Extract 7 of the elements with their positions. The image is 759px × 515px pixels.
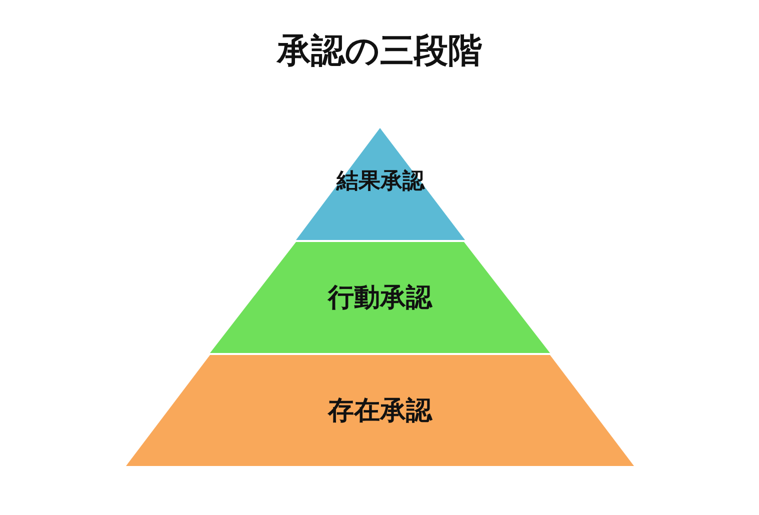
pyramid-tier (296, 128, 465, 240)
tier-label: 行動承認 (326, 282, 434, 315)
tier-label: 存在承認 (326, 395, 434, 428)
tier-label: 結果承認 (335, 168, 426, 196)
title: 承認の三段階 (275, 30, 483, 73)
pyramid-tier (126, 355, 634, 466)
pyramid-tier (210, 242, 550, 353)
